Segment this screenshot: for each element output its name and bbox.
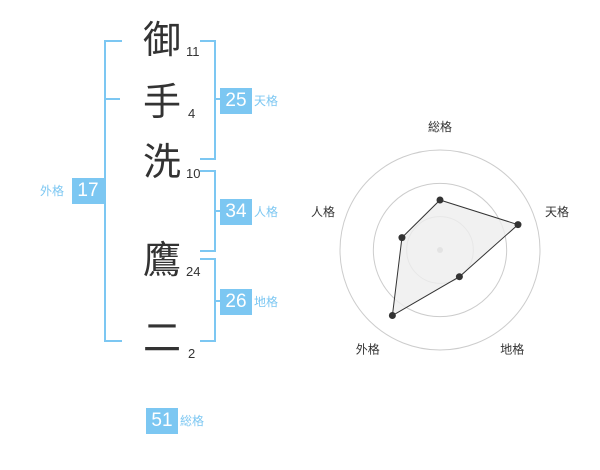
radar-axis-label: 人格 [311, 204, 335, 219]
tenkaku-bracket-tick [214, 98, 222, 100]
chikaku-badge: 26 [220, 289, 252, 315]
soukaku-label: 総格 [180, 414, 205, 428]
name-char-1: 御 [142, 18, 181, 62]
radar-point-3 [388, 312, 396, 320]
chikaku-bracket-tick [214, 300, 222, 302]
name-char-3: 洗 [142, 140, 181, 184]
radar-ring [339, 149, 541, 351]
gaikaku-bracket [104, 40, 122, 342]
name-char-4: 鷹 [142, 238, 181, 282]
radar-point-0 [436, 196, 444, 204]
radar-point-1 [514, 221, 522, 229]
radar-ring [372, 182, 508, 318]
tenkaku-badge: 25 [220, 88, 252, 114]
radar-shape [391, 199, 519, 317]
radar-axis-label: 総格 [428, 119, 452, 134]
radar-points [388, 196, 522, 320]
radar-axis-label: 天格 [545, 204, 569, 219]
radar-axis-label: 地格 [500, 342, 524, 357]
soukaku-badge: 51 [146, 408, 178, 434]
gaikaku-badge: 17 [72, 178, 104, 204]
radar-point-4 [398, 234, 406, 242]
chikaku-label: 地格 [254, 295, 279, 309]
radar-axis-label: 外格 [356, 342, 380, 357]
jinkaku-badge: 34 [220, 199, 252, 225]
gaikaku-bracket-tick [104, 98, 120, 100]
jinkaku-bracket-tick [214, 210, 222, 212]
stroke-count-3: 10 [186, 166, 201, 181]
stroke-count-1: 11 [186, 44, 200, 59]
tenkaku-label: 天格 [254, 94, 279, 108]
stroke-count-4: 24 [186, 264, 201, 279]
name-char-2: 手 [142, 80, 181, 124]
radar-polygon [391, 199, 519, 317]
stroke-count-2: 4 [188, 106, 196, 121]
name-char-5: 二 [142, 316, 181, 360]
radar-point-2 [455, 273, 463, 281]
stroke-count-5: 2 [188, 346, 196, 361]
jinkaku-label: 人格 [254, 205, 279, 219]
gaikaku-label: 外格 [40, 184, 65, 198]
tenkaku-bracket [200, 40, 216, 160]
